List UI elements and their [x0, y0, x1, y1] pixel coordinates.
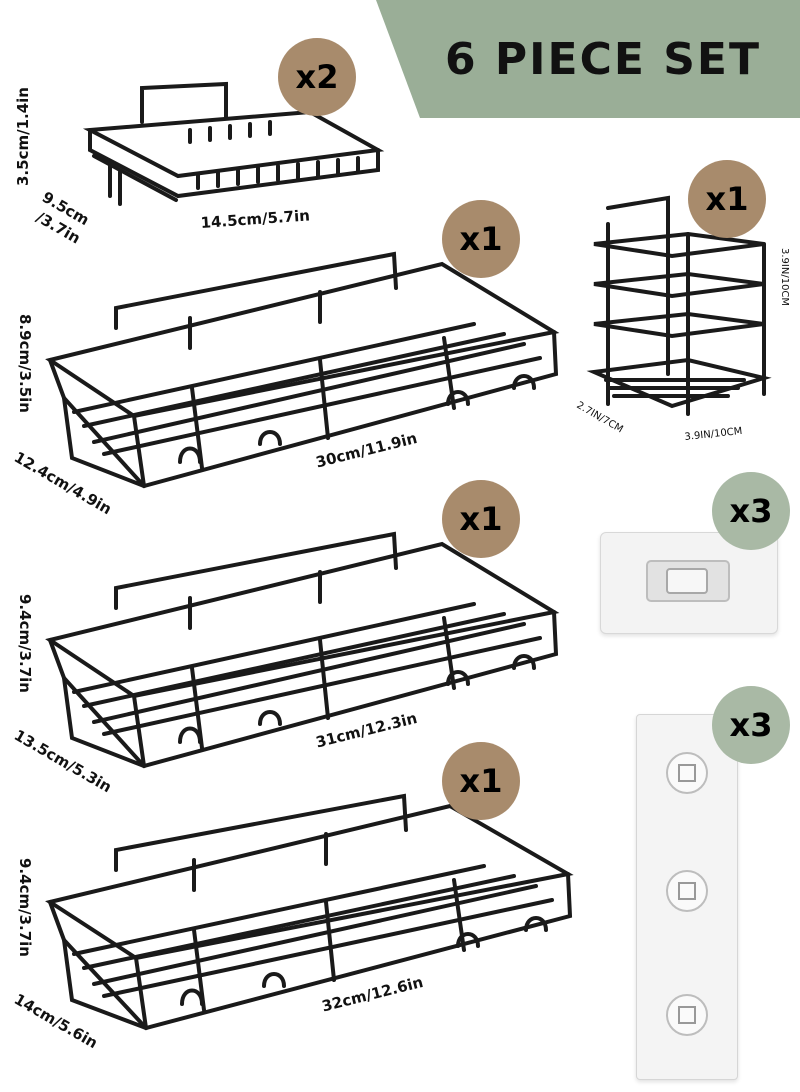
shelf-3-image	[45, 793, 574, 1031]
shelf-1-quantity-badge: x1	[442, 200, 520, 278]
hook-clip-icon	[646, 560, 730, 602]
strip-hooks-icon	[666, 752, 708, 1036]
soap-dish-quantity-badge: x2	[278, 38, 356, 116]
adhesive-strip-long-quantity-badge: x3	[712, 686, 790, 764]
shelf-2-height-label: 9.4cm/3.7in	[16, 594, 34, 693]
adhesive-hook-small-quantity-badge: x3	[712, 472, 790, 550]
shelf-1-height-label: 8.9cm/3.5in	[16, 314, 34, 413]
banner-background	[376, 0, 800, 118]
set-title: 6 PIECE SET	[444, 34, 762, 85]
shelf-2-quantity-badge: x1	[442, 480, 520, 558]
toothbrush-holder-height-label: 3.9IN/10CM	[779, 248, 790, 307]
adhesive-hook-small-image	[600, 532, 778, 634]
shelf-3-height-label: 9.4cm/3.7in	[16, 858, 34, 957]
adhesive-strip-long-image	[636, 714, 738, 1080]
soap-dish-image	[82, 81, 385, 206]
shelf-1-image	[45, 251, 560, 489]
shelf-2-image	[45, 531, 560, 769]
toothbrush-holder-width-label: 3.9IN/10CM	[684, 425, 743, 443]
toothbrush-holder-image	[586, 195, 772, 416]
soap-dish-height-label: 3.5cm/1.4in	[14, 87, 32, 186]
shelf-3-quantity-badge: x1	[442, 742, 520, 820]
toothbrush-holder-quantity-badge: x1	[688, 160, 766, 238]
